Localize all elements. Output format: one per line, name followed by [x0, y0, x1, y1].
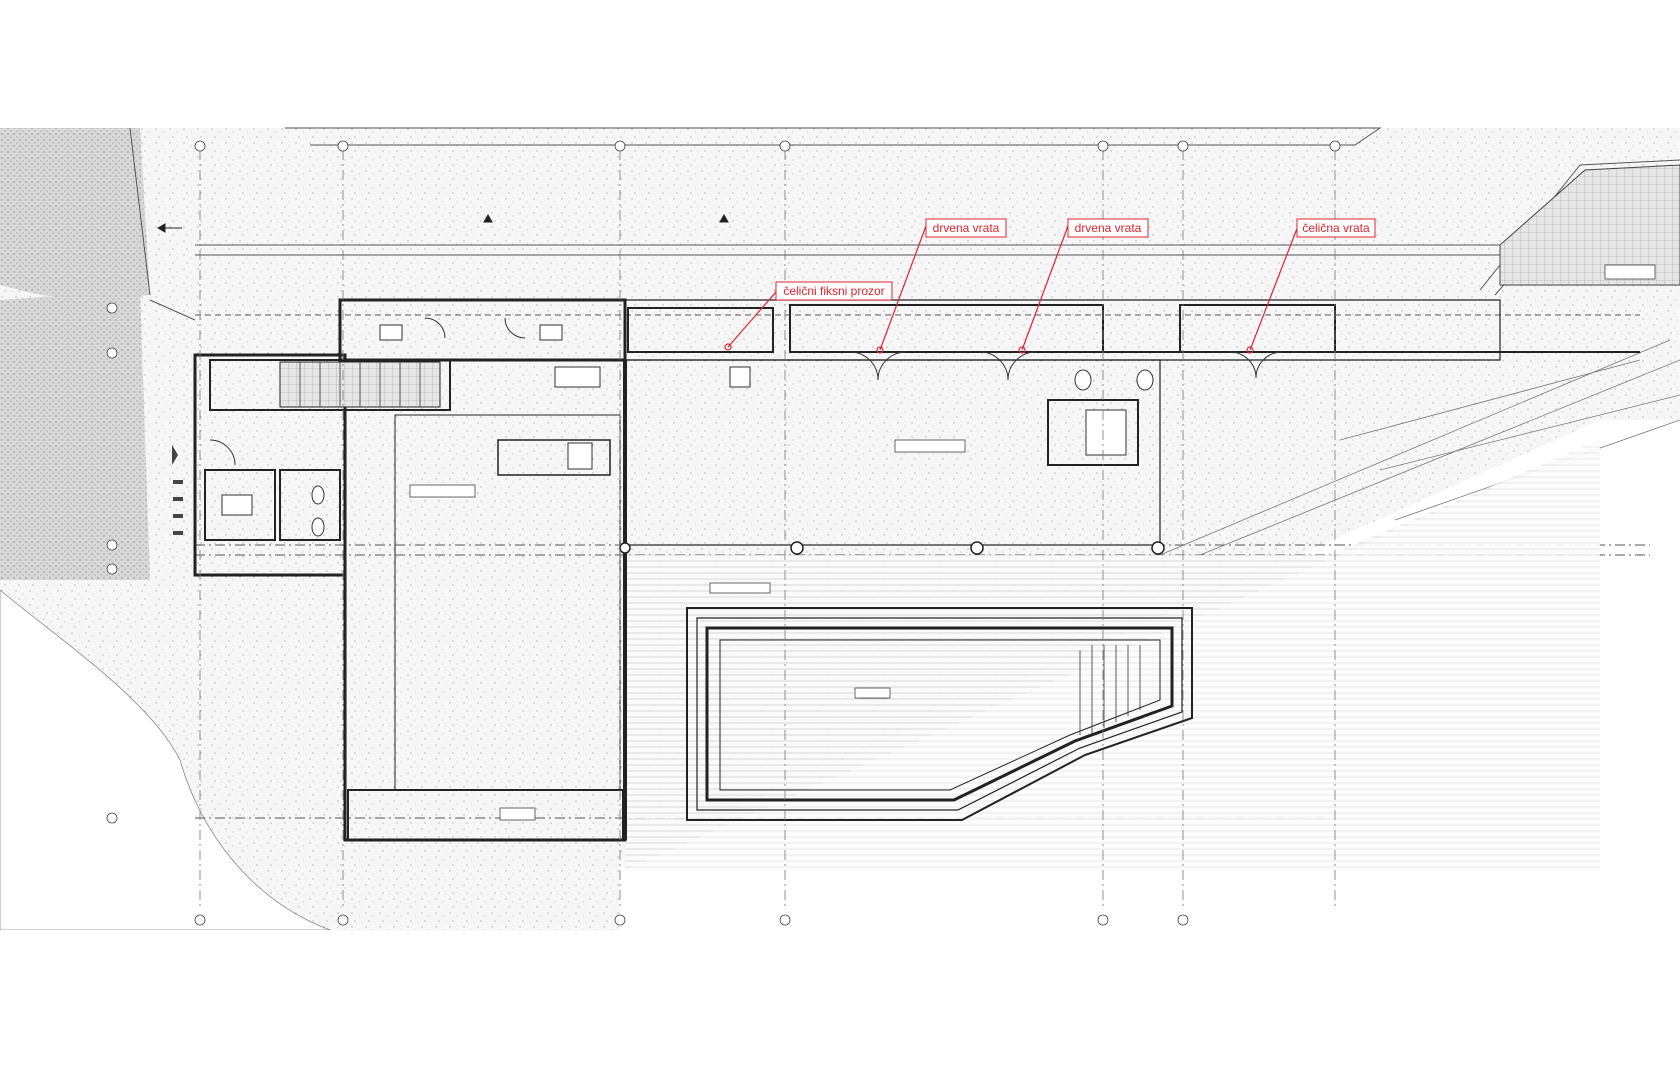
axis-bubbles	[106, 140, 1341, 926]
callout-drvena-vrata-1: drvena vrata	[876, 218, 1007, 354]
vent-louvers	[172, 445, 183, 535]
callout-label-celicni-fiksni-prozor: čelični fiksni prozor	[783, 284, 884, 298]
ramp-block	[1499, 164, 1680, 286]
callout-celicni-fiksni-prozor: čelični fiksni prozor	[724, 281, 893, 351]
columns	[619, 541, 1165, 555]
terrace-deck	[625, 440, 1600, 870]
callout-label-drvena-vrata-2: drvena vrata	[1075, 221, 1142, 235]
callout-label-celicna-vrata: čelična vrata	[1302, 221, 1370, 235]
annotation-callouts: čelični fiksni prozor drvena vrata drven…	[724, 218, 1376, 354]
doors	[209, 317, 1283, 466]
stair	[279, 361, 441, 408]
callout-drvena-vrata-2: drvena vrata	[1018, 218, 1149, 354]
callout-label-drvena-vrata-1: drvena vrata	[933, 221, 1000, 235]
axis-grid	[199, 150, 1336, 910]
callout-celicna-vrata: čelična vrata	[1246, 218, 1376, 354]
building-walls	[193, 298, 1640, 842]
pool	[686, 607, 1193, 821]
direction-markers	[156, 213, 729, 233]
fixtures	[221, 324, 1154, 537]
room-tags	[409, 264, 1656, 821]
